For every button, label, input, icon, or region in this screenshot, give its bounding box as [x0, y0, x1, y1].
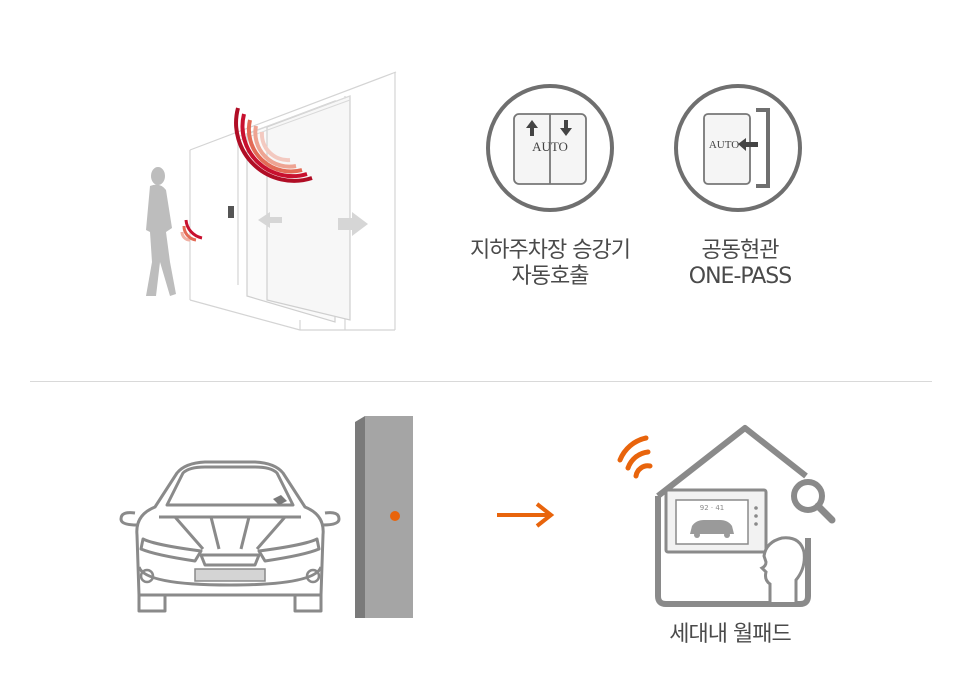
- elevator-caption-line2: 자동호출: [511, 264, 590, 289]
- elevator-auto-call-icon: AUTO: [486, 84, 614, 212]
- elevator-caption-line1: 지하주차장 승강기: [470, 238, 631, 263]
- slide-right-arrow-icon: [338, 212, 368, 236]
- car-front-icon: [119, 460, 341, 613]
- entrance-caption: 공동현관 ONE-PASS: [640, 238, 840, 290]
- door-sensor-signal-icon: [234, 107, 313, 183]
- entrance-caption-line1: 공동현관: [701, 238, 780, 263]
- wifi-signal-icon: [617, 435, 653, 479]
- magnifier-icon: [791, 479, 825, 513]
- sensor-dot-icon: [390, 511, 400, 521]
- elevator-caption: 지하주차장 승강기 자동호출: [430, 238, 670, 290]
- license-plate: [194, 568, 266, 582]
- entrance-caption-line2: ONE-PASS: [688, 264, 792, 289]
- resident-profile-icon: [759, 536, 806, 602]
- card-reader: [228, 206, 234, 218]
- wallpad-caption: 세대내 월패드: [669, 622, 791, 647]
- handheld-signal-icon: [180, 219, 203, 242]
- auto-door-illustration: [146, 71, 397, 331]
- flow-arrow-icon: [497, 502, 555, 528]
- entrance-one-pass-icon: AUTO: [674, 84, 802, 212]
- entrance-auto-label: AUTO: [709, 139, 739, 151]
- elevator-auto-label: AUTO: [532, 139, 568, 154]
- person-silhouette-icon: [146, 167, 176, 296]
- windshield-tag-icon: [273, 495, 287, 505]
- house-wallpad-icon: 92 · 41: [617, 425, 836, 607]
- parking-sensor-pillar: [355, 416, 413, 618]
- wallpad-screen-text: 92 · 41: [700, 504, 725, 512]
- slide-left-arrow-icon: [258, 212, 282, 228]
- section-divider: [30, 381, 932, 382]
